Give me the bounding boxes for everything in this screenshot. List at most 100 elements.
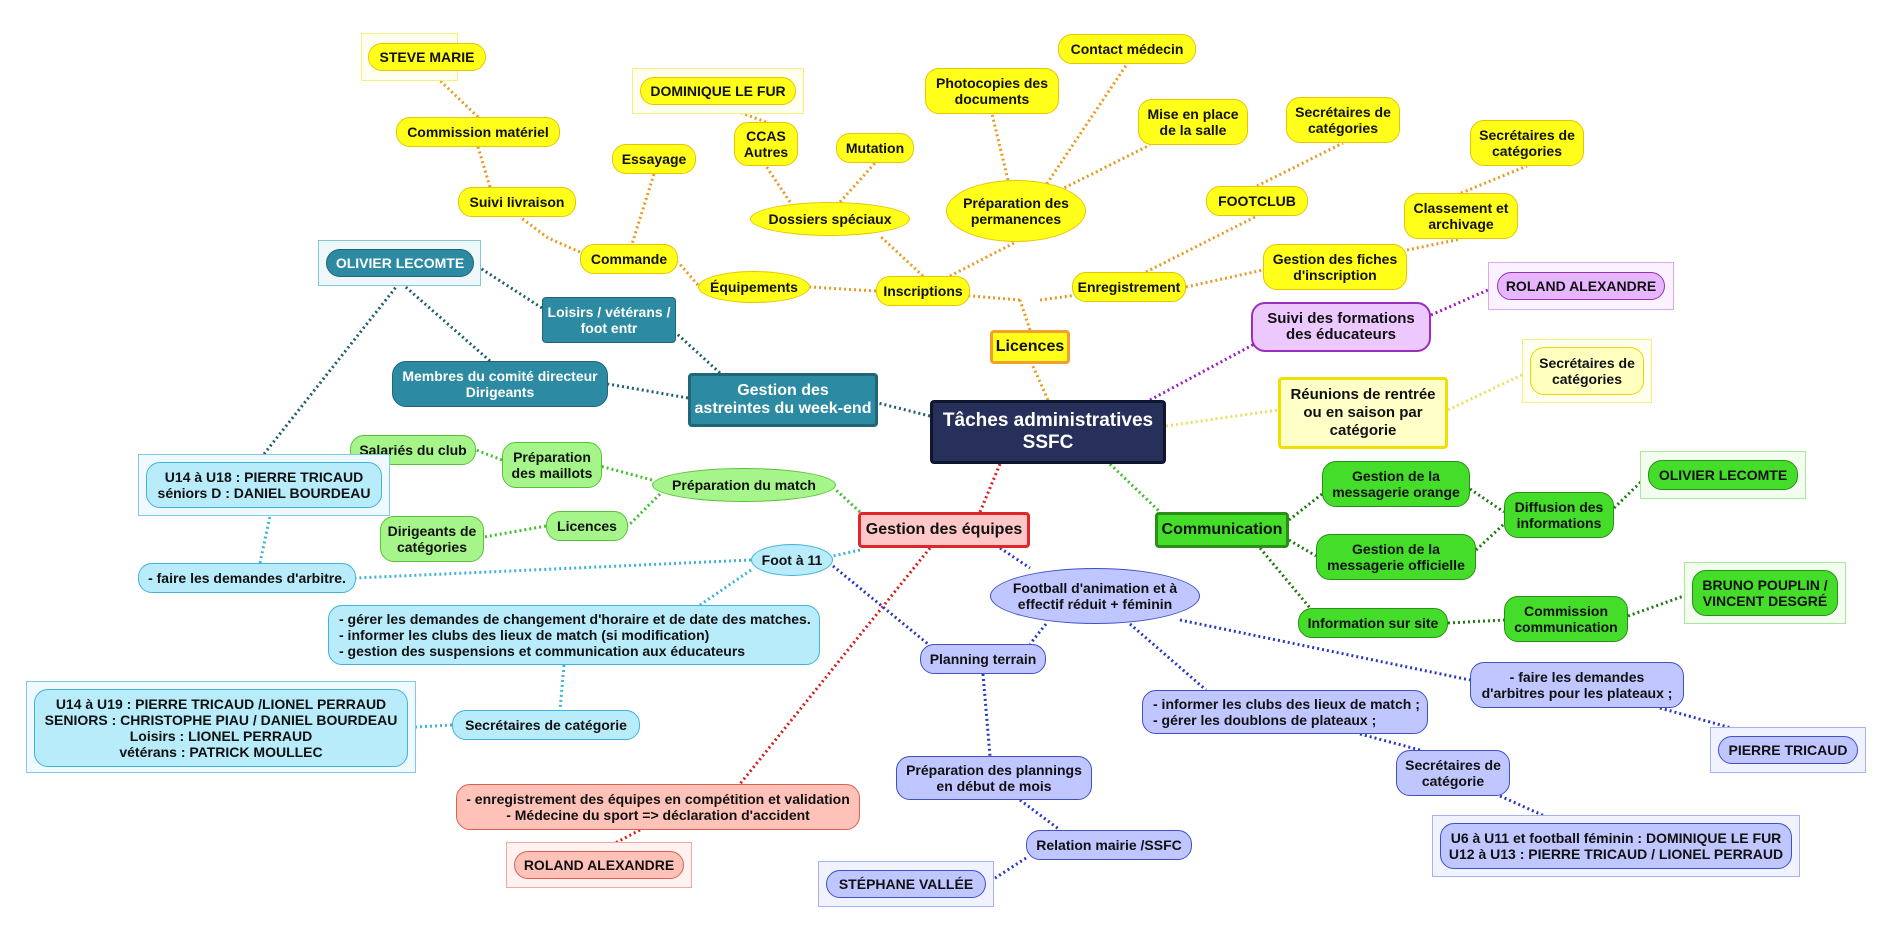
connector-line — [626, 492, 662, 528]
connector-line — [1129, 622, 1207, 692]
person-pierre-tricaud[interactable]: PIERRE TRICAUD — [1718, 736, 1858, 764]
node-ccas[interactable]: CCAS Autres — [734, 122, 798, 166]
connector-line — [676, 261, 700, 286]
node-salaries[interactable]: Salariés du club — [350, 435, 476, 465]
node-preparation-plannings[interactable]: Préparation des plannings en début de mo… — [896, 756, 1092, 800]
node-footclub[interactable]: FOOTCLUB — [1206, 186, 1308, 216]
connector-line — [949, 240, 1017, 278]
connector-line — [1627, 591, 1693, 618]
node-mutation[interactable]: Mutation — [836, 133, 914, 163]
person-steve-marie[interactable]: STEVE MARIE — [368, 43, 486, 71]
node-dirigeants[interactable]: Dirigeants de catégories — [380, 516, 484, 562]
node-secretaires-categorie[interactable]: Secrétaires de catégorie — [452, 710, 640, 740]
connector-line — [978, 463, 1002, 513]
node-secretaires-1[interactable]: Secrétaires de catégories — [1286, 97, 1400, 143]
node-enregistrement[interactable]: Enregistrement — [1072, 272, 1186, 302]
node-essayage[interactable]: Essayage — [612, 144, 696, 174]
connector-line — [809, 285, 877, 293]
node-u6-u11[interactable]: U6 à U11 et football féminin : DOMINIQUE… — [1440, 823, 1792, 869]
node-commission-communication[interactable]: Commission communication — [1504, 596, 1628, 642]
node-information-site[interactable]: Information sur site — [1298, 608, 1448, 638]
connector-line — [1145, 214, 1258, 274]
person-roland-equipes[interactable]: ROLAND ALEXANDRE — [514, 851, 684, 879]
branch-formations[interactable]: Suivi des formations des éducateurs — [1251, 302, 1431, 352]
node-maillots[interactable]: Préparation des maillots — [502, 442, 602, 488]
connector-line — [258, 515, 272, 564]
node-commande[interactable]: Commande — [580, 244, 678, 274]
node-commission-materiel[interactable]: Commission matériel — [396, 117, 560, 147]
node-planning-terrain[interactable]: Planning terrain — [920, 644, 1046, 674]
node-informer-clubs[interactable]: - informer les clubs des lieux de match … — [1142, 690, 1428, 734]
node-gestion-fiches[interactable]: Gestion des fiches d'inscription — [1263, 244, 1407, 290]
node-demandes-arbitre[interactable]: - faire les demandes d'arbitre. — [138, 563, 356, 593]
node-secretaires-categorie-2[interactable]: Secrétaires de catégorie — [1396, 750, 1510, 796]
node-relation-mairie[interactable]: Relation mairie /SSFC — [1026, 830, 1192, 860]
connector-line — [878, 234, 925, 278]
connector-line — [1030, 363, 1050, 401]
connector-line — [999, 546, 1031, 570]
node-secretaires-2[interactable]: Secrétaires de catégories — [1470, 120, 1584, 166]
node-suivi-livraison[interactable]: Suivi livraison — [458, 187, 576, 217]
node-photocopies[interactable]: Photocopies des documents — [925, 68, 1059, 114]
connector-line — [1165, 408, 1279, 428]
connector-line — [1359, 732, 1421, 752]
node-foot-a-11[interactable]: Foot à 11 — [751, 544, 833, 576]
node-secretaires-reunions[interactable]: Secrétaires de catégories — [1530, 347, 1644, 395]
connector-line — [877, 401, 931, 418]
connector-line — [399, 280, 491, 363]
connector-line — [599, 464, 653, 482]
node-u14-u18[interactable]: U14 à U18 : PIERRE TRICAUD séniors D : D… — [146, 462, 382, 508]
branch-reunions[interactable]: Réunions de rentrée ou en saison par cat… — [1278, 377, 1448, 449]
connector-line — [519, 215, 549, 240]
connector-line — [1059, 143, 1151, 192]
connector-line — [355, 558, 752, 580]
node-membres[interactable]: Membres du comité directeur Dirigeants — [392, 361, 608, 407]
connector-line — [483, 524, 547, 539]
connector-line — [838, 161, 877, 204]
node-messagerie-orange[interactable]: Gestion de la messagerie orange — [1322, 461, 1470, 507]
branch-communication[interactable]: Communication — [1155, 512, 1289, 548]
node-contact-medecin[interactable]: Contact médecin — [1058, 34, 1196, 64]
node-gerer-demandes[interactable]: - gérer les demandes de changement d'hor… — [328, 605, 820, 665]
node-messagerie-officielle[interactable]: Gestion de la messagerie officielle — [1316, 534, 1476, 580]
node-preparation-match[interactable]: Préparation du match — [652, 468, 836, 502]
branch-astreintes[interactable]: Gestion des astreintes du week-end — [688, 373, 878, 427]
connector-line — [1469, 487, 1505, 514]
person-stephane[interactable]: STÉPHANE VALLÉE — [826, 870, 986, 898]
person-olivier-communication[interactable]: OLIVIER LECOMTE — [1648, 460, 1798, 490]
connector-line — [630, 173, 656, 245]
connector-line — [832, 548, 861, 558]
person-dominique[interactable]: DOMINIQUE LE FUR — [640, 77, 796, 105]
node-loisirs[interactable]: Loisirs / vétérans / foot entr — [542, 297, 676, 343]
node-mise-en-place[interactable]: Mise en place de la salle — [1138, 99, 1248, 145]
connector-line — [1108, 462, 1162, 514]
central-topic[interactable]: Tâches administratives SSFC — [930, 400, 1166, 464]
node-enregistrement-equipes[interactable]: - enregistrement des équipes en compétit… — [456, 784, 860, 830]
connector-line — [1185, 268, 1264, 289]
connector-line — [990, 113, 1010, 181]
branch-licences[interactable]: Licences — [990, 330, 1070, 364]
connector-line — [558, 664, 566, 711]
connector-line — [1179, 618, 1471, 682]
connector-line — [1447, 618, 1505, 625]
node-preparation-permanences[interactable]: Préparation des permanences — [946, 180, 1086, 242]
connector-line — [832, 564, 929, 646]
node-diffusion[interactable]: Diffusion des informations — [1504, 492, 1614, 538]
connector-line — [834, 488, 862, 514]
node-u14-u19[interactable]: U14 à U19 : PIERRE TRICAUD /LIONEL PERRA… — [34, 689, 408, 767]
node-licences-equipes[interactable]: Licences — [546, 511, 628, 541]
connector-line — [738, 547, 932, 785]
node-classement[interactable]: Classement et archivage — [1404, 193, 1518, 239]
person-olivier-lecomte[interactable]: OLIVIER LECOMTE — [326, 249, 474, 277]
person-roland-formations[interactable]: ROLAND ALEXANDRE — [1497, 272, 1665, 300]
connector-line — [607, 382, 689, 400]
node-dossiers-speciaux[interactable]: Dossiers spéciaux — [750, 202, 910, 236]
node-football-animation[interactable]: Football d'animation et à effectif rédui… — [990, 568, 1200, 624]
node-inscriptions[interactable]: Inscriptions — [876, 276, 970, 306]
node-equipements[interactable]: Équipements — [698, 271, 810, 303]
person-bruno-vincent[interactable]: BRUNO POUPLIN / VINCENT DESGRÉ — [1692, 570, 1838, 616]
branch-equipes[interactable]: Gestion des équipes — [858, 512, 1030, 548]
node-demandes-arbitres-plateaux[interactable]: - faire les demandes d'arbitres pour les… — [1470, 662, 1684, 708]
